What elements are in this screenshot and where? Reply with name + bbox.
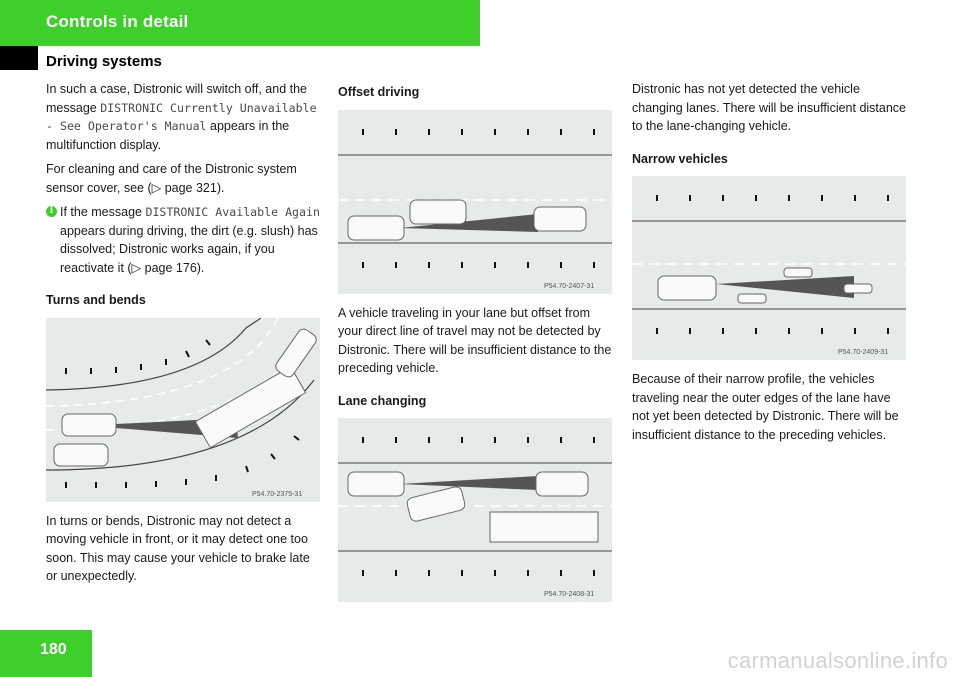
figure-narrow-vehicles: P54.70-2409-31 [632, 176, 906, 360]
intro-paragraph: In such a case, Distronic will switch of… [46, 82, 317, 152]
figure-caption: P54.70-2407-31 [544, 283, 594, 290]
figure-turns-and-bends: P54.70-2375-31 [46, 317, 320, 502]
figure-lane-changing: P54.70-2408-31 [338, 418, 612, 602]
section-marker [0, 46, 38, 70]
figure-caption: P54.70-2375-31 [252, 491, 302, 498]
page-number-badge [0, 630, 92, 677]
info-icon: i [46, 206, 57, 217]
heading-narrow-vehicles: Narrow vehicles [632, 151, 728, 166]
section-title-bar: Controls in detail [46, 12, 189, 31]
column-1: In such a case, Distronic will switch of… [46, 80, 322, 592]
heading-turns: Turns and bends [46, 293, 146, 307]
header-band [0, 0, 480, 46]
column-3: Distronic has not yet detected the vehic… [632, 80, 908, 450]
turns-paragraph: In turns or bends, Distronic may not det… [46, 513, 310, 584]
watermark-text: carmanualsonline.info [727, 648, 948, 673]
display-message-available: DISTRONIC Available Again [145, 205, 320, 219]
figure-offset-driving: P54.70-2407-31 [338, 109, 612, 294]
figure-caption: P54.70-2409-31 [838, 349, 888, 356]
narrow-vehicles-paragraph: Because of their narrow profile, the veh… [632, 372, 899, 442]
heading-offset-driving: Offset driving [338, 85, 420, 99]
page-number: 180 [40, 641, 67, 658]
figure-caption: P54.70-2408-31 [544, 591, 594, 598]
info-note: i If the message DISTRONIC Available Aga… [46, 203, 322, 277]
heading-lane-changing: Lane changing [338, 393, 427, 408]
offset-paragraph: A vehicle traveling in your lane but off… [338, 305, 612, 376]
cleaning-paragraph: For cleaning and care of the Distronic s… [46, 162, 297, 195]
lane-changing-paragraph: Distronic has not yet detected the vehic… [632, 82, 907, 133]
subsection-title: Driving systems [46, 53, 162, 70]
column-2: Offset driving P54.70-2407-31 A vehicle … [338, 80, 614, 602]
display-message: DISTRONIC Currently Unavailable - See Op… [46, 100, 317, 134]
